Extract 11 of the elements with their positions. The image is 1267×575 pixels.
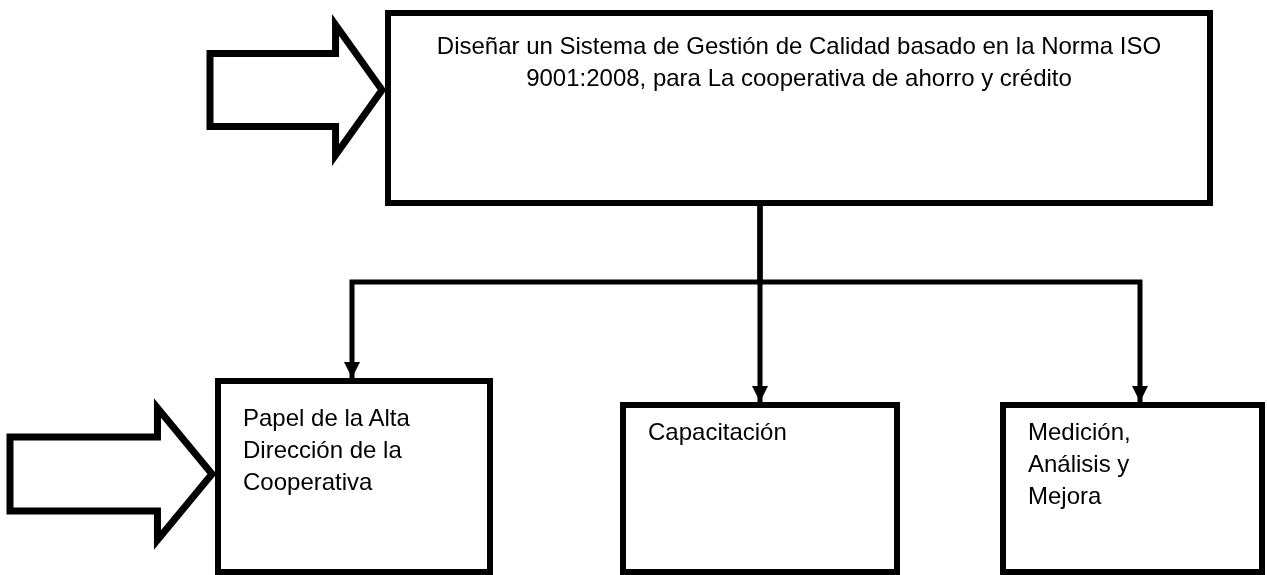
box-text: Diseñar un Sistema de Gestión de Calidad basado en la Norma ISO 9001:2008, para La cooperativa de ahorro y crédito: [435, 31, 1163, 93]
box-text: Medición, Análisis y Mejora: [1028, 417, 1132, 511]
box-text: Capacitación: [648, 417, 788, 447]
block-arrow: [206, 14, 387, 166]
box-text: Papel de la Alta Dirección de la Cooperativa: [243, 403, 411, 497]
process-box: [620, 402, 900, 575]
process-box: [1000, 402, 1265, 575]
block-arrow: [6, 398, 217, 550]
process-box: [385, 10, 1213, 206]
arrow: [757, 206, 1148, 402]
process-box: [215, 378, 493, 575]
